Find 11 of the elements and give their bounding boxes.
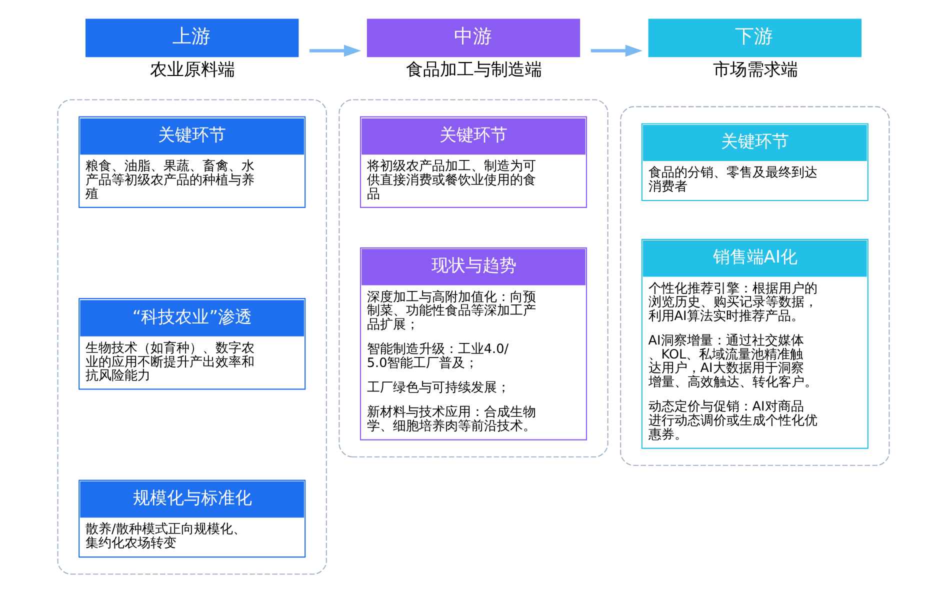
cluster — [338, 99, 608, 458]
node-box: 中游 — [366, 18, 580, 58]
arrow — [308, 44, 361, 57]
node-label: 市场需求端 — [712, 60, 798, 80]
cluster — [620, 106, 890, 466]
node-box: 上游 — [85, 18, 298, 58]
node-label: 食品加工与制造端 — [405, 60, 542, 80]
arrow — [590, 44, 642, 57]
node-box: 下游 — [648, 18, 861, 58]
cluster — [56, 99, 326, 575]
node-label: 农业原料端 — [149, 60, 234, 80]
